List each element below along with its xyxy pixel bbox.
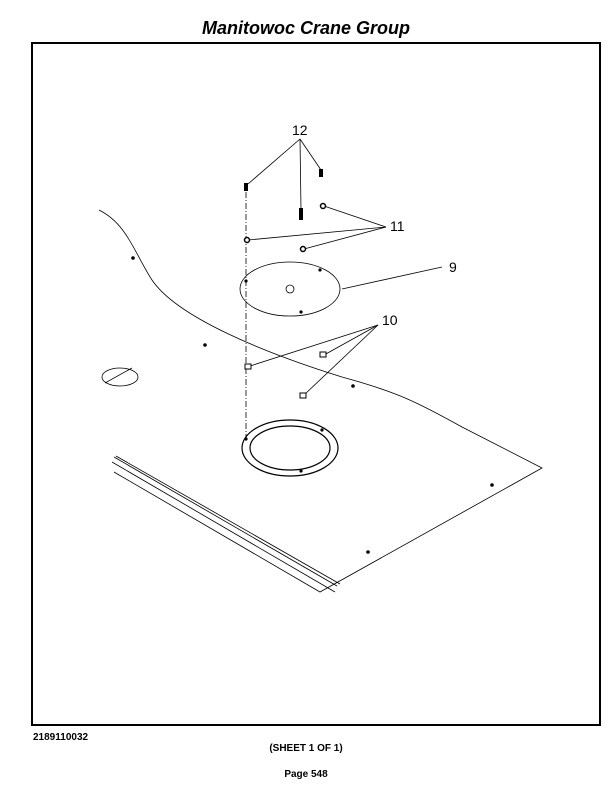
- plate-flange-2: [111, 461, 336, 593]
- leader-11b: [247, 226, 387, 241]
- callout-9: 9: [449, 259, 457, 275]
- page-number: Page 548: [284, 769, 328, 780]
- clip-nut-10-a: [244, 363, 252, 370]
- callout-12: 12: [292, 122, 308, 138]
- leader-10c: [303, 324, 379, 396]
- plate-hole-2: [203, 343, 207, 347]
- clip-nut-10-b: [319, 351, 327, 358]
- callout-10: 10: [382, 312, 398, 328]
- cover-plate: [239, 261, 341, 317]
- bolt-12-right: [319, 169, 323, 177]
- drawing-frame: 12 11 9 10: [31, 42, 601, 726]
- leader-11a: [323, 205, 387, 228]
- drawing-number: 2189110032: [33, 732, 89, 743]
- page-title: Manitowoc Crane Group: [201, 18, 410, 38]
- ring-outer: [241, 419, 339, 477]
- washer-11-a: [319, 202, 327, 210]
- leader-10a: [249, 324, 379, 367]
- leader-9: [341, 266, 443, 290]
- oval-hole: [101, 367, 139, 387]
- cover-hole-2: [318, 268, 322, 272]
- oval-hole-edge: [104, 367, 133, 384]
- plate-flange-1: [113, 456, 338, 587]
- ring-hole-2: [320, 428, 324, 432]
- leader-12a: [247, 138, 301, 185]
- leader-12c: [299, 138, 322, 171]
- washer-11-b: [243, 236, 251, 244]
- ring-inner: [249, 425, 331, 471]
- plate-hole-3: [351, 384, 355, 388]
- ring-hole-3: [299, 469, 303, 473]
- clip-nut-10-c: [299, 392, 307, 399]
- plate-outline: [98, 209, 543, 593]
- sheet-indicator: (SHEET 1 OF 1): [269, 743, 343, 754]
- leader-12b: [299, 138, 302, 211]
- cover-hole-1: [244, 279, 248, 283]
- bolt-12-middle: [299, 208, 303, 220]
- exploded-parts-diagram: 12 11 9 10: [98, 122, 543, 593]
- leader-11c: [303, 226, 387, 250]
- plate-hole-4: [490, 483, 494, 487]
- plate-flange-3: [115, 455, 341, 585]
- bolt-12-left: [244, 183, 248, 191]
- ring-hole-1: [244, 437, 248, 441]
- plate-hole-5: [366, 550, 370, 554]
- cover-hole-3: [299, 310, 303, 314]
- cover-plate-center-hole: [285, 284, 295, 294]
- washer-11-c: [299, 245, 307, 253]
- leader-10b: [323, 324, 379, 356]
- callout-11: 11: [390, 218, 405, 234]
- plate-hole-1: [131, 256, 135, 260]
